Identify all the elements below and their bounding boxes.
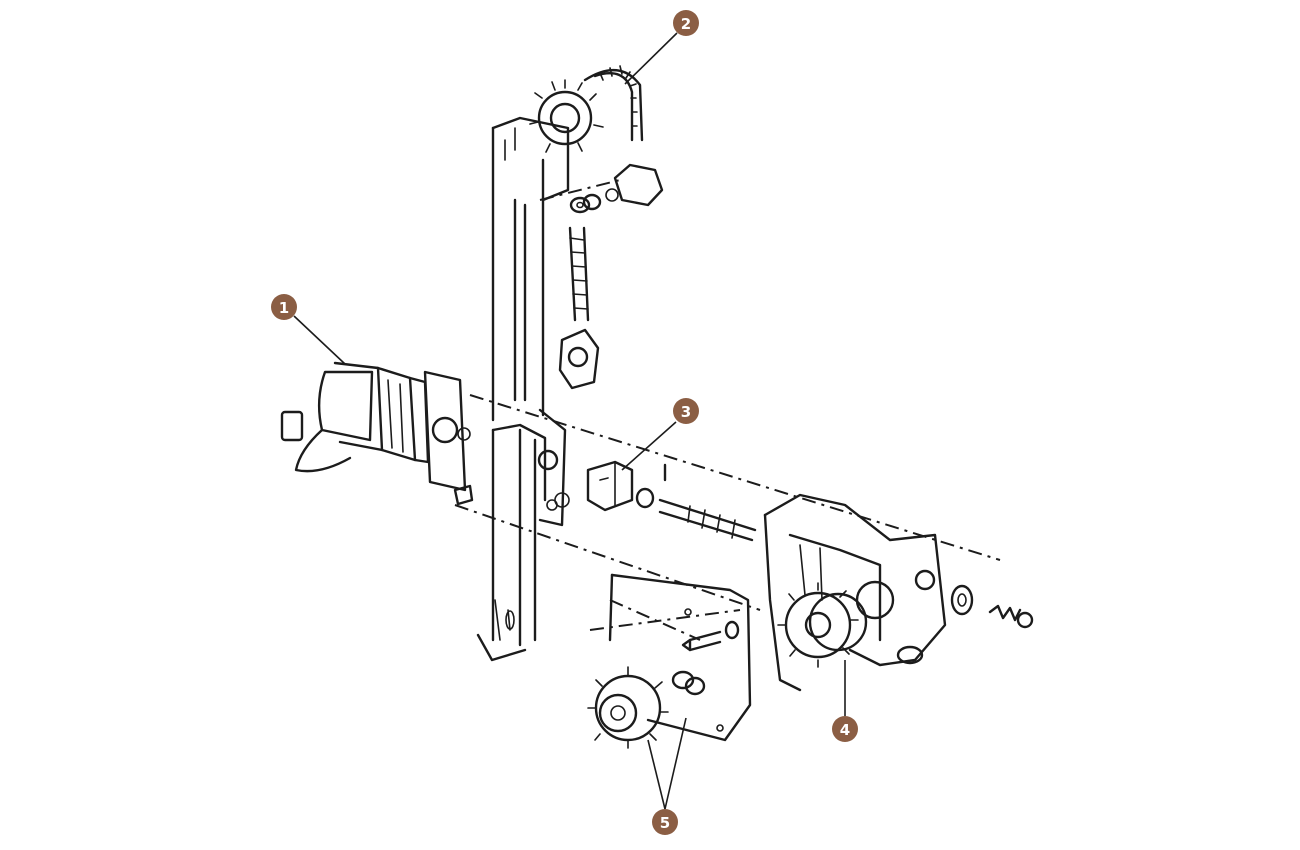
callout-1: 1	[271, 294, 297, 320]
gear-housing	[763, 493, 947, 692]
callout-3-label: 3	[681, 403, 691, 421]
worm-shaft	[658, 463, 757, 542]
callout-4: 4	[832, 716, 858, 742]
callout-1-label: 1	[279, 299, 289, 317]
callout-4-marker	[832, 716, 858, 742]
main-gear	[777, 582, 868, 668]
callout-2: 2	[673, 10, 699, 36]
rail-bracket	[537, 408, 570, 527]
callout-3: 3	[673, 398, 699, 424]
coupling-block	[586, 460, 655, 512]
adjuster-spring	[988, 604, 1034, 629]
drive-chain	[568, 65, 644, 322]
callout-leaders	[293, 32, 846, 810]
upper-sprocket	[529, 79, 604, 153]
guide-rail	[476, 116, 570, 662]
assembly-axes	[454, 179, 1001, 641]
callout-5: 5	[652, 809, 678, 835]
cam-washer	[558, 328, 600, 390]
tensioner-nut	[569, 163, 664, 214]
callout-5-marker	[652, 809, 678, 835]
output-bearing	[950, 584, 974, 616]
callout-2-marker	[673, 10, 699, 36]
drive-motor	[280, 361, 474, 506]
callout-3-marker	[673, 398, 699, 424]
lower-sprocket	[587, 666, 669, 749]
plate-bolt	[671, 620, 740, 696]
callout-5-label: 5	[660, 814, 670, 832]
callout-2-label: 2	[681, 15, 691, 33]
callout-4-label: 4	[840, 721, 850, 739]
cover-plate	[608, 573, 752, 742]
callout-1-marker	[271, 294, 297, 320]
